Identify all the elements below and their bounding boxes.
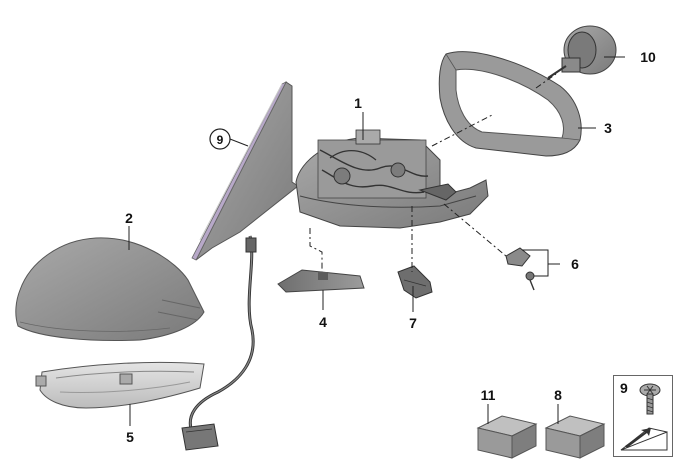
leader-lines [128,56,625,426]
mirror-frame-part[interactable] [438,51,582,157]
bracket-part[interactable] [397,265,433,299]
wiring-harness[interactable] [181,235,257,451]
part-label-3: 3 [604,120,612,136]
part-label-4: 4 [319,314,327,330]
mirror-cap-part[interactable] [15,237,205,341]
repair-kit-8-box[interactable] [544,415,606,459]
part-labels: 1 2 3 4 5 6 7 8 11 10 9 [125,49,656,445]
repair-kit-11-box[interactable] [476,415,538,459]
mirror-base-assembly[interactable] [295,129,489,229]
bolt-icon [639,383,661,415]
part-label-10: 10 [640,49,656,65]
mirror-glass-part[interactable] [191,81,299,261]
cover-trim-part[interactable] [277,269,365,293]
part-label-2: 2 [125,210,133,226]
part-label-8: 8 [554,387,562,403]
part-label-9: 9 [217,133,224,147]
legend-number: 9 [620,380,628,396]
screw-legend-box: 9 [613,375,673,457]
actuator-part[interactable] [547,25,617,79]
arrow-plate-icon [620,427,668,451]
part-label-5: 5 [126,429,134,445]
part-label-7: 7 [409,315,417,331]
part-label-9-circle [209,128,231,150]
part-label-11: 11 [481,387,496,403]
clip-screw-part[interactable] [505,247,535,291]
part-label-1: 1 [354,95,362,111]
turn-signal-part[interactable] [35,361,205,409]
part-label-6: 6 [571,256,579,272]
